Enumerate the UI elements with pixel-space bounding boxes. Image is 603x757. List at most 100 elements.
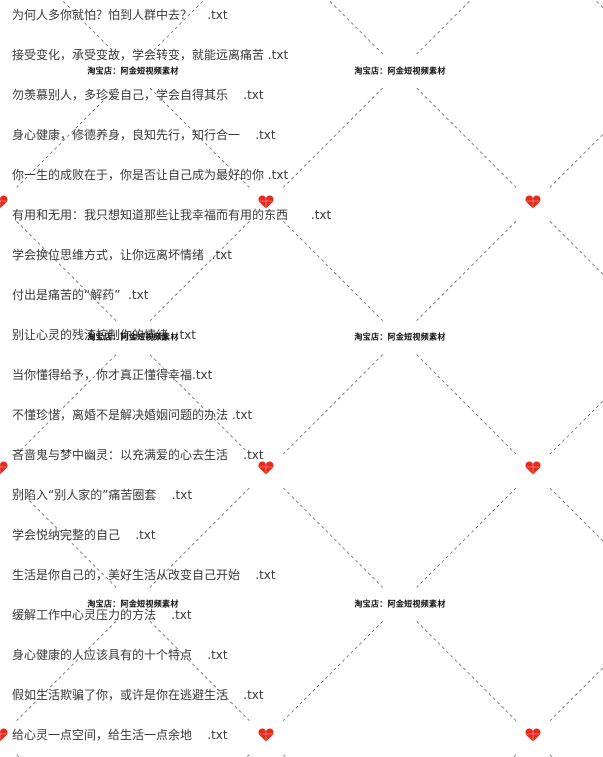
- file-extension: .txt: [255, 568, 276, 582]
- dashed-diagonal-line: [283, 621, 383, 721]
- dashed-diagonal-line: [16, 221, 117, 321]
- file-gap: [192, 648, 207, 662]
- file-extension: .txt: [267, 48, 289, 62]
- file-item[interactable]: 付出是痛苦的“解药” .txt: [12, 285, 148, 305]
- file-name: 吝啬鬼与梦中幽灵：以充满爱的心去生活: [12, 448, 229, 462]
- file-extension: .txt: [171, 608, 192, 622]
- file-name: 学会换位思维方式，让你远离坏情绪: [12, 248, 205, 262]
- watermark-text: 淘宝店：阿金短视频素材: [354, 66, 446, 76]
- file-name: 别让心灵的残渣控制你的情绪: [12, 328, 169, 342]
- file-name: 付出是痛苦的“解药”: [12, 288, 121, 302]
- file-gap: [204, 248, 212, 262]
- file-item[interactable]: 有用和无用：我只想知道那些让我幸福而有用的东西 .txt: [12, 205, 331, 225]
- file-item[interactable]: 学会悦纳完整的自己 .txt: [12, 525, 156, 545]
- dashed-diagonal-line: [594, 0, 603, 9]
- watermark-text: 淘宝店：阿金短视频素材: [87, 599, 179, 609]
- file-item[interactable]: 缓解工作中心灵压力的方法 .txt: [12, 605, 192, 625]
- file-gap: [240, 568, 255, 582]
- heart-icon: [258, 460, 274, 475]
- file-item[interactable]: 吝啬鬼与梦中幽灵：以充满爱的心去生活 .txt: [12, 445, 264, 465]
- file-item[interactable]: 身心健康，修德养身，良知先行，知行合一 .txt: [12, 125, 276, 145]
- file-extension: .txt: [207, 8, 228, 22]
- file-gap: [240, 128, 255, 142]
- file-name: 你一生的成败在于，你是否让自己成为最好的你: [12, 168, 265, 182]
- file-name: 给心灵一点空间，给生活一点余地: [12, 728, 193, 742]
- file-item[interactable]: 假如生活欺骗了你，或许是你在逃避生活 .txt: [12, 685, 264, 705]
- file-name: 身心健康的人应该具有的十个特点: [12, 648, 193, 662]
- dashed-diagonal-line: [283, 487, 383, 588]
- heart-icon: [525, 194, 541, 209]
- file-extension: .txt: [255, 128, 276, 142]
- file-item[interactable]: 你一生的成败在于，你是否让自己成为最好的你 .txt: [12, 165, 288, 185]
- dashed-diagonal-line: [416, 87, 517, 188]
- file-item[interactable]: 勿羡慕别人，多珍爱自己，学会自得其乐 .txt: [12, 85, 264, 105]
- dashed-diagonal-line: [149, 221, 250, 321]
- file-name: 身心健康，修德养身，良知先行，知行合一: [12, 128, 241, 142]
- file-gap: [156, 488, 171, 502]
- watermark-text: 淘宝店：阿金短视频素材: [354, 332, 446, 342]
- dashed-diagonal-line: [549, 133, 603, 188]
- watermark-text: 淘宝店：阿金短视频素材: [87, 66, 179, 76]
- dashed-diagonal-line: [549, 221, 603, 275]
- heart-icon: [258, 194, 274, 209]
- file-item[interactable]: 别让心灵的残渣控制你的情绪 .txt: [12, 325, 196, 345]
- file-extension: .txt: [207, 648, 228, 662]
- file-gap: [120, 288, 128, 302]
- dashed-diagonal-line: [416, 487, 517, 588]
- file-name: 别陷入“别人家的”痛苦圈套: [12, 488, 157, 502]
- watermark-text: 淘宝店：阿金短视频素材: [354, 599, 446, 609]
- heart-icon: [0, 460, 8, 475]
- file-item[interactable]: 别陷入“别人家的”痛苦圈套 .txt: [12, 485, 192, 505]
- file-name: 为何人多你就怕？怕到人群中去？: [12, 8, 193, 22]
- file-extension: .txt: [207, 728, 228, 742]
- file-gap: [228, 448, 243, 462]
- file-extension: .txt: [171, 488, 193, 502]
- file-item[interactable]: 给心灵一点空间，给生活一点余地 .txt: [12, 725, 228, 745]
- dashed-diagonal-line: [416, 621, 517, 721]
- file-item[interactable]: 为何人多你就怕？怕到人群中去？ .txt: [12, 5, 228, 25]
- dashed-diagonal-line: [549, 400, 603, 455]
- dashed-diagonal-line: [549, 487, 603, 542]
- file-name: 当你懂得给予，你才真正懂得幸福: [12, 368, 193, 382]
- file-extension: .txt: [243, 688, 264, 702]
- file-extension: .txt: [231, 408, 253, 422]
- file-item[interactable]: 接受变化，承受变故，学会转变，就能远离痛苦 .txt: [12, 45, 288, 65]
- dashed-diagonal-line: [416, 0, 472, 55]
- file-name: 学会悦纳完整的自己: [12, 528, 121, 542]
- file-extension: .txt: [128, 288, 149, 302]
- file-item[interactable]: 生活是你自己的，美好生活从改变自己开始 .txt: [12, 565, 276, 585]
- file-item[interactable]: 不懂珍惜，离婚不是解决婚姻问题的办法 .txt: [12, 405, 252, 425]
- dashed-diagonal-line: [549, 667, 603, 721]
- file-extension: .txt: [243, 88, 264, 102]
- dashed-diagonal-line: [283, 87, 383, 188]
- file-gap: [192, 8, 207, 22]
- file-item[interactable]: 身心健康的人应该具有的十个特点 .txt: [12, 645, 228, 665]
- file-name: 勿羡慕别人，多珍爱自己，学会自得其乐: [12, 88, 229, 102]
- dashed-diagonal-line: [16, 621, 117, 721]
- heart-icon: [525, 460, 541, 475]
- file-item[interactable]: 当你懂得给予，你才真正懂得幸福.txt: [12, 365, 212, 385]
- file-gap: [192, 728, 207, 742]
- file-name: 假如生活欺骗了你，或许是你在逃避生活: [12, 688, 229, 702]
- file-name: 生活是你自己的，美好生活从改变自己开始: [12, 568, 241, 582]
- file-extension: .txt: [267, 168, 289, 182]
- file-item[interactable]: 学会换位思维方式，让你远离坏情绪 .txt: [12, 245, 232, 265]
- file-gap: [156, 608, 171, 622]
- file-name: 不懂珍惜，离婚不是解决婚姻问题的办法: [12, 408, 229, 422]
- file-extension: .txt: [192, 368, 213, 382]
- file-extension: .txt: [211, 248, 232, 262]
- file-extension: .txt: [310, 208, 332, 222]
- dashed-diagonal-line: [283, 221, 383, 321]
- heart-icon: [0, 194, 8, 209]
- heart-icon: [258, 727, 274, 742]
- heart-icon: [525, 727, 541, 742]
- file-name: 接受变化，承受变故，学会转变，就能远离痛苦: [12, 48, 265, 62]
- dashed-diagonal-line: [149, 621, 250, 721]
- file-name: 缓解工作中心灵压力的方法: [12, 608, 157, 622]
- dashed-diagonal-line: [328, 0, 383, 55]
- file-gap: [120, 528, 135, 542]
- file-extension: .txt: [135, 528, 156, 542]
- file-gap: [288, 208, 311, 222]
- heart-icon: [0, 727, 8, 742]
- file-name: 有用和无用：我只想知道那些让我幸福而有用的东西: [12, 208, 289, 222]
